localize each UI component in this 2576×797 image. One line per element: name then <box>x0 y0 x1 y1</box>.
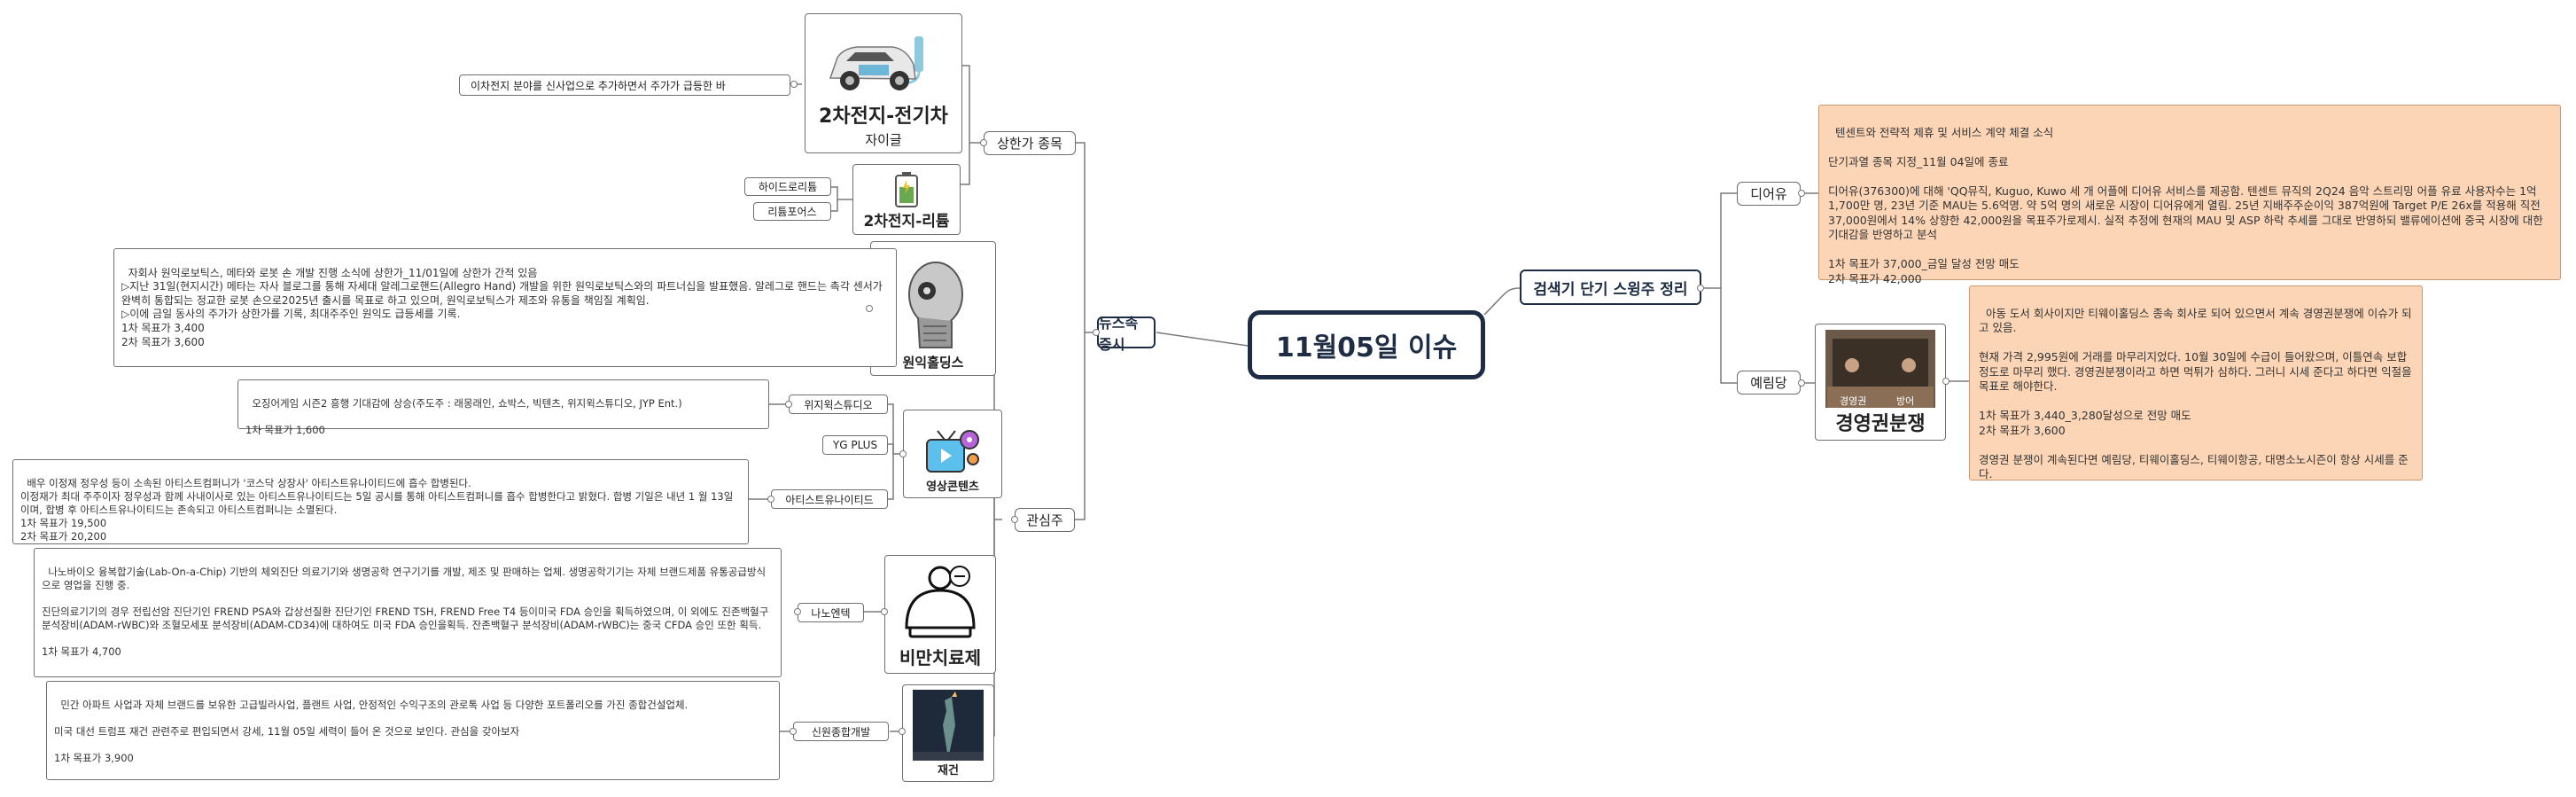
lithium-title: 2차전지-리튬 <box>863 213 950 231</box>
collapse-dot[interactable] <box>794 608 801 615</box>
battery-icon <box>895 172 918 207</box>
collapse-dot[interactable] <box>1011 516 1018 523</box>
news-label: 뉴스속 증시 <box>1099 315 1139 353</box>
dearu-note-text: 텐센트와 전략적 제휴 및 서비스 계약 체결 소식 단기과열 종목 지정_11… <box>1828 125 2543 285</box>
robot-head-icon <box>908 262 963 348</box>
shinwon-label: 신원종합개발 <box>811 725 871 738</box>
lithium-force-label: 리튬포어스 <box>767 206 817 218</box>
collapse-dot[interactable] <box>790 728 797 735</box>
robotics-note: 자회사 원익로보틱스, 메타와 로봇 손 개발 진행 소식에 상한가_11/01… <box>113 248 897 367</box>
obesity-figure-icon <box>905 566 976 638</box>
hydro-lithium-label: 하이드로리튬 <box>758 181 818 193</box>
robotics-title: 원익홀딩스 <box>902 355 964 371</box>
artist-united-note: 배우 이정재 정우성 등이 소속된 아티스트컴퍼니가 '코스닥 상장사' 아티스… <box>12 459 749 544</box>
image-label-right: 방어 <box>1896 395 1914 407</box>
yerimdang-note: 아동 도서 회사이지만 티웨이홀딩스 종속 회사로 되어 있으면서 계속 경영권… <box>1969 285 2423 481</box>
yerimdang-note-text: 아동 도서 회사이지만 티웨이홀딩스 종속 회사로 되어 있으면서 계속 경영권… <box>1979 306 2412 481</box>
yerimdang-card[interactable]: 경영권 방어 경영권분쟁 <box>1815 324 1946 441</box>
lithium-force-tag[interactable]: 리튬포어스 <box>753 202 831 221</box>
wysiwyg-note: 오징어게임 시즌2 흥행 기대감에 상승(주도주 : 래몽래인, 쇼박스, 빅텐… <box>237 379 769 436</box>
obesity-card[interactable]: 비만치료제 <box>884 555 996 674</box>
content-card[interactable]: 영상콘텐츠 <box>903 410 1002 498</box>
yerimdang-label: 예림당 <box>1750 375 1787 391</box>
interest-topic[interactable]: 관심주 <box>1015 508 1075 532</box>
collapse-dot[interactable] <box>1942 378 1950 385</box>
collapse-dot[interactable] <box>866 305 873 312</box>
collapse-dot[interactable] <box>899 450 907 457</box>
artist-united-tag[interactable]: 아티스트유나이티드 <box>771 489 888 509</box>
yerimdang-topic[interactable]: 예림당 <box>1737 371 1801 395</box>
content-title: 영상콘텐츠 <box>926 481 979 494</box>
ygplus-tag[interactable]: YG PLUS <box>822 435 888 455</box>
electric-car-icon <box>829 36 923 90</box>
ev-note: 이차전지 분야를 신사업으로 추가하면서 주가가 급등한 바 <box>459 74 790 96</box>
interest-label: 관심주 <box>1026 512 1063 528</box>
ev-note-text: 이차전지 분야를 신사업으로 추가하면서 주가가 급등한 바 <box>471 79 726 92</box>
collapse-dot[interactable] <box>1798 190 1805 197</box>
lithium-card[interactable]: 2차전지-리튬 <box>852 164 961 235</box>
collapse-dot[interactable] <box>785 401 792 408</box>
collapse-dot[interactable] <box>767 496 774 503</box>
wysiwyg-label: 위지윅스튜디오 <box>804 398 873 411</box>
dearu-label: 디어유 <box>1750 186 1787 202</box>
nanoentek-tag[interactable]: 나노엔텍 <box>798 603 864 622</box>
collapse-dot[interactable] <box>1798 379 1805 387</box>
dearu-note: 텐센트와 전략적 제휴 및 서비스 계약 체결 소식 단기과열 종목 지정_11… <box>1818 105 2561 285</box>
video-content-icon <box>926 430 979 473</box>
shinwon-note: 민간 아파트 사업과 자체 브랜드를 보유한 고급빌라사업, 플랜트 사업, 안… <box>46 681 780 780</box>
upper-limit-label: 상한가 종목 <box>997 136 1062 152</box>
robotics-note-text: 자회사 원익로보틱스, 메타와 로봇 손 개발 진행 소식에 상한가_11/01… <box>121 266 883 348</box>
central-title: 11월05일 이슈 <box>1275 332 1458 363</box>
management-dispute-icon: 경영권 방어 <box>1825 330 1935 408</box>
obesity-title: 비만치료제 <box>899 647 981 668</box>
rebuild-title: 재건 <box>938 764 959 777</box>
image-label-left: 경영권 <box>1840 395 1866 407</box>
collapse-dot[interactable] <box>790 81 798 88</box>
artist-united-label: 아티스트유나이티드 <box>785 493 874 506</box>
rebuild-card[interactable]: 재건 <box>902 684 994 782</box>
news-topic[interactable]: 뉴스속 증시 <box>1097 315 1156 353</box>
ev-card[interactable]: 2차전지-전기차 자이글 <box>805 13 962 153</box>
collapse-dot[interactable] <box>980 139 987 146</box>
upper-limit-topic[interactable]: 상한가 종목 <box>984 131 1076 155</box>
ygplus-label: YG PLUS <box>832 439 878 451</box>
search-topic[interactable]: 검색기 단기 스윙주 정리 <box>1520 270 1701 305</box>
collapse-dot[interactable] <box>1093 329 1100 336</box>
nanoentek-note-text: 나노바이오 융복합기술(Lab-On-a-Chip) 기반의 체외진단 의료기기… <box>42 566 769 658</box>
shinwon-note-text: 민간 아파트 사업과 자체 브랜드를 보유한 고급빌라사업, 플랜트 사업, 안… <box>54 699 689 764</box>
shinwon-tag[interactable]: 신원종합개발 <box>793 722 889 741</box>
ev-subtitle: 자이글 <box>865 132 902 148</box>
collapse-dot[interactable] <box>1697 285 1704 292</box>
search-label: 검색기 단기 스윙주 정리 <box>1533 280 1688 299</box>
collapse-dot[interactable] <box>881 608 888 615</box>
central-topic[interactable]: 11월05일 이슈 <box>1248 310 1485 379</box>
wysiwyg-note-text: 오징어게임 시즌2 흥행 기대감에 상승(주도주 : 래몽래인, 쇼박스, 빅텐… <box>245 397 682 436</box>
ev-title: 2차전지-전기차 <box>819 105 948 128</box>
yerimdang-title: 경영권분쟁 <box>1835 413 1926 435</box>
nanoentek-label: 나노엔텍 <box>811 606 851 620</box>
statue-of-liberty-icon <box>913 690 984 761</box>
hydro-lithium-tag[interactable]: 하이드로리튬 <box>744 177 831 196</box>
artist-united-note-text: 배우 이정재 정우성 등이 소속된 아티스트컴퍼니가 '코스닥 상장사' 아티스… <box>20 477 734 543</box>
collapse-dot[interactable] <box>899 728 906 735</box>
nanoentek-note: 나노바이오 융복합기술(Lab-On-a-Chip) 기반의 체외진단 의료기기… <box>34 548 782 677</box>
dearu-topic[interactable]: 디어유 <box>1737 182 1801 206</box>
wysiwyg-tag[interactable]: 위지윅스튜디오 <box>789 395 888 414</box>
